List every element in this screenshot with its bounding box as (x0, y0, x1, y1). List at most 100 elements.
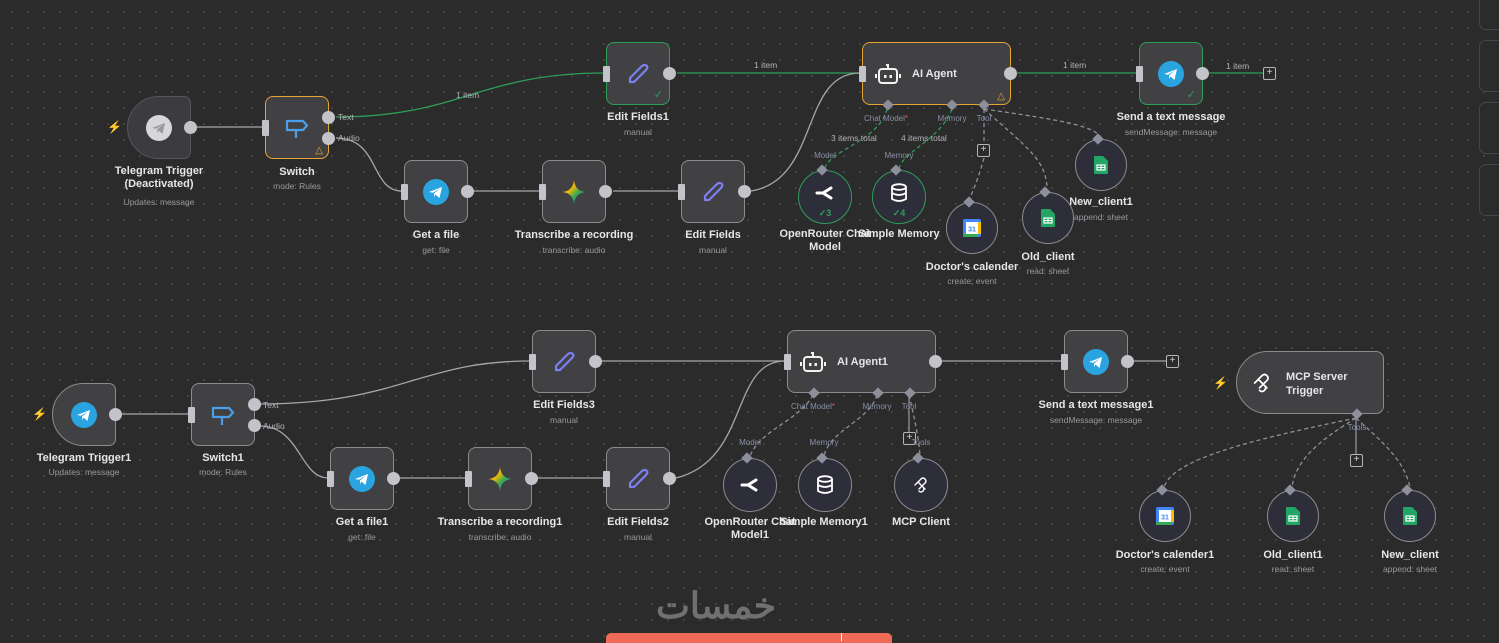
input-port[interactable] (784, 353, 791, 370)
output-port[interactable] (663, 472, 676, 485)
send-text1-node[interactable] (1061, 330, 1134, 393)
input-port[interactable] (529, 353, 536, 370)
input-port[interactable] (401, 183, 408, 200)
transcribe-node[interactable] (539, 160, 612, 223)
node-subtitle: sendMessage: message (1124, 127, 1218, 137)
output-port[interactable] (663, 67, 676, 80)
transcribe1-node[interactable] (465, 447, 538, 510)
input-port[interactable] (1061, 353, 1068, 370)
output-port[interactable] (109, 408, 122, 421)
output-label-audio: Audio (338, 133, 360, 143)
output-port[interactable] (1004, 67, 1017, 80)
output-label-text: Text (338, 112, 354, 122)
node-subtitle: manual (699, 245, 727, 255)
node-title: Switch1 (202, 452, 244, 464)
input-port[interactable] (262, 119, 269, 136)
canvas-control-button[interactable] (1479, 0, 1499, 30)
input-port[interactable] (1136, 65, 1143, 82)
telegram-trigger1-node[interactable] (52, 383, 122, 446)
input-port[interactable] (188, 406, 195, 423)
output-port[interactable] (1196, 67, 1209, 80)
canvas-control-button[interactable] (1479, 164, 1499, 216)
switch-node[interactable]: △ (262, 96, 335, 159)
input-port[interactable] (678, 183, 685, 200)
database-icon (891, 183, 907, 202)
output-label-text: Text (263, 400, 279, 410)
svg-text:31: 31 (968, 227, 976, 234)
gemini-icon (488, 466, 512, 491)
output-port[interactable] (738, 185, 751, 198)
switch1-node[interactable] (188, 383, 261, 446)
memory-items-total: 4 items total (901, 133, 947, 143)
input-port[interactable] (539, 183, 546, 200)
new-client-node[interactable] (1384, 484, 1436, 542)
get-file1-node[interactable] (327, 447, 400, 510)
output-port-text[interactable] (248, 397, 261, 411)
canvas-control-button[interactable] (1479, 102, 1499, 154)
old-client-node[interactable] (1022, 186, 1074, 244)
output-port[interactable] (589, 355, 602, 368)
telegram-trigger-node[interactable] (127, 96, 197, 159)
output-port[interactable] (184, 121, 197, 134)
get-file-node[interactable] (401, 160, 474, 223)
node-title: AI Agent (912, 68, 957, 80)
node-title: Doctor's calender1 (1115, 549, 1215, 561)
port-label-chat-model: Chat Model* (790, 402, 836, 411)
simple-memory-node[interactable]: ✓4 (872, 164, 926, 224)
node-title: MCP Client (892, 516, 950, 528)
add-node-button[interactable]: + (1166, 355, 1179, 368)
output-port[interactable] (461, 185, 474, 198)
edit-fields2-node[interactable] (603, 447, 676, 510)
output-port[interactable] (599, 185, 612, 198)
openrouter-node[interactable]: ✓3 (798, 164, 852, 224)
node-subtitle: transcribe: audio (542, 245, 606, 255)
node-title: Send a text message (1116, 111, 1226, 123)
node-subtitle: mode: Rules (199, 467, 247, 477)
execute-workflow-button[interactable] (606, 633, 892, 643)
node-subtitle: append: sheet (1074, 212, 1128, 222)
output-port[interactable] (525, 472, 538, 485)
edge-tool-oldclient (983, 108, 1048, 188)
calendar1-node[interactable]: 31 (1139, 484, 1191, 542)
old-client1-node[interactable] (1267, 484, 1319, 542)
new-client1-node[interactable] (1075, 133, 1127, 191)
node-title: Edit Fields (685, 229, 741, 241)
input-port[interactable] (859, 65, 866, 82)
add-tool-button[interactable]: + (977, 144, 990, 157)
input-port[interactable] (327, 470, 334, 487)
input-port[interactable] (603, 470, 610, 487)
output-port[interactable] (1121, 355, 1134, 368)
input-port[interactable] (603, 65, 610, 82)
simple-memory1-node[interactable] (798, 452, 852, 512)
edit-fields3-node[interactable] (529, 330, 602, 393)
edit-fields1-node[interactable]: ✓ (603, 42, 676, 105)
output-port-audio[interactable] (322, 131, 335, 145)
google-sheets-icon (1286, 507, 1300, 525)
telegram-icon (1083, 348, 1109, 375)
ai-agent-node[interactable]: AI Agent △ (859, 42, 1017, 111)
output-port[interactable] (387, 472, 400, 485)
port-label-model: Model (739, 438, 761, 447)
output-port-text[interactable] (322, 110, 335, 124)
output-port-audio[interactable] (248, 418, 261, 432)
edit-fields-node[interactable] (678, 160, 751, 223)
ai-agent1-node[interactable]: AI Agent1 (784, 330, 942, 399)
mcp-client-node[interactable] (894, 452, 948, 512)
canvas-control-button[interactable] (1479, 40, 1499, 92)
edge-switch1-edit3 (259, 360, 531, 405)
node-title: Old_client1 (1263, 549, 1323, 561)
send-text-node[interactable]: ✓ (1136, 42, 1209, 105)
calendar-node[interactable]: 31 (946, 196, 998, 254)
edge-tool-mcp-dash (908, 394, 921, 457)
output-port[interactable] (929, 355, 942, 368)
add-tool-button[interactable]: + (903, 432, 916, 445)
pencil-icon (703, 181, 724, 201)
input-port[interactable] (465, 470, 472, 487)
pencil-icon (628, 63, 649, 83)
add-tool-button[interactable]: + (1350, 454, 1363, 467)
openrouter1-node[interactable] (723, 452, 777, 512)
node-title: Edit Fields1 (607, 111, 669, 123)
add-node-button[interactable]: + (1263, 67, 1276, 80)
